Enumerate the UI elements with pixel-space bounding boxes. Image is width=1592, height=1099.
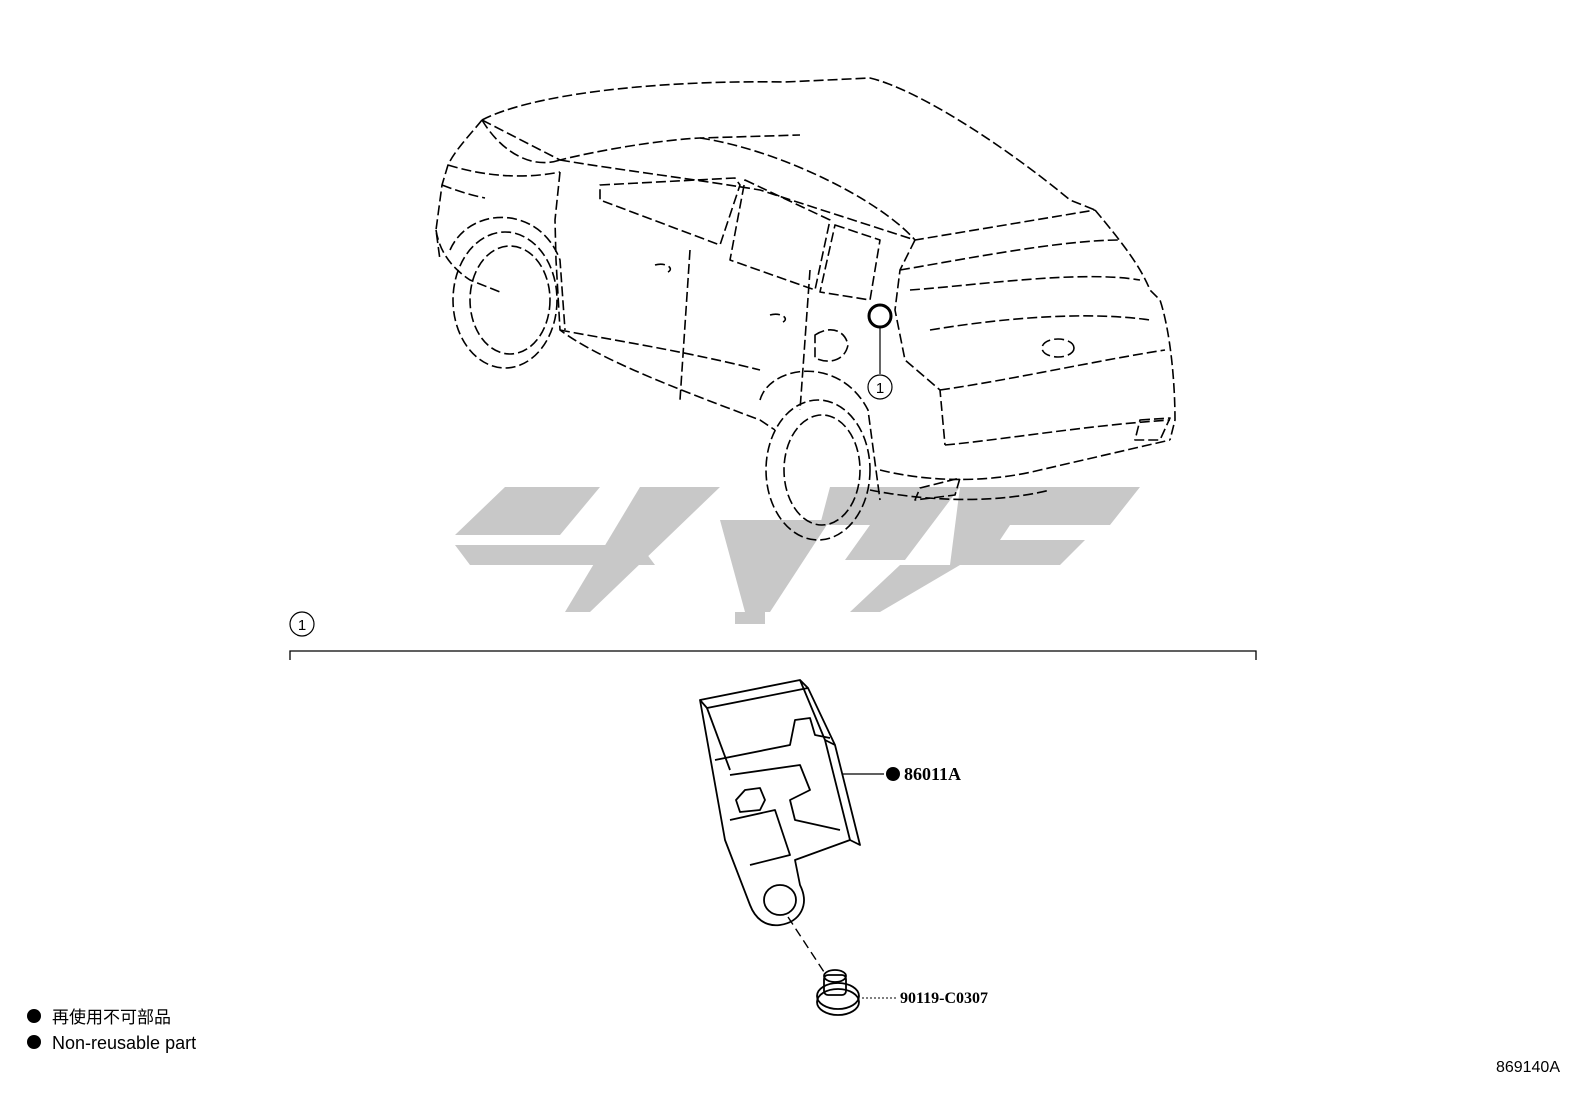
bolt-drawing bbox=[816, 969, 860, 1016]
callout-circle bbox=[867, 374, 893, 400]
group-number: 1 bbox=[298, 617, 306, 634]
part-number-86011A[interactable]: 86011A bbox=[904, 764, 961, 784]
legend-bullet-2 bbox=[27, 1035, 41, 1049]
part-number-90119-C0307[interactable]: 90119-C0307 bbox=[900, 990, 988, 1007]
location-marker bbox=[867, 303, 893, 329]
assembly-dash-line bbox=[787, 916, 827, 976]
sensor-part-drawing bbox=[699, 679, 861, 927]
group-bracket bbox=[289, 650, 1257, 660]
callout-number: 1 bbox=[876, 380, 884, 397]
vehicle-outline bbox=[435, 77, 1176, 501]
legend-english: Non-reusable part bbox=[52, 1033, 196, 1053]
watermark-logo bbox=[455, 487, 1140, 624]
illustration-id: 869140A bbox=[1496, 1059, 1560, 1076]
front-wheel bbox=[449, 216, 566, 369]
legend-japanese: 再使用不可部品 bbox=[52, 1007, 171, 1027]
legend: 再使用不可部品 Non-reusable part bbox=[27, 1007, 196, 1053]
non-reusable-bullet bbox=[886, 767, 900, 781]
rear-wheel bbox=[759, 370, 881, 541]
group-circle bbox=[289, 611, 315, 637]
legend-bullet-1 bbox=[27, 1009, 41, 1023]
